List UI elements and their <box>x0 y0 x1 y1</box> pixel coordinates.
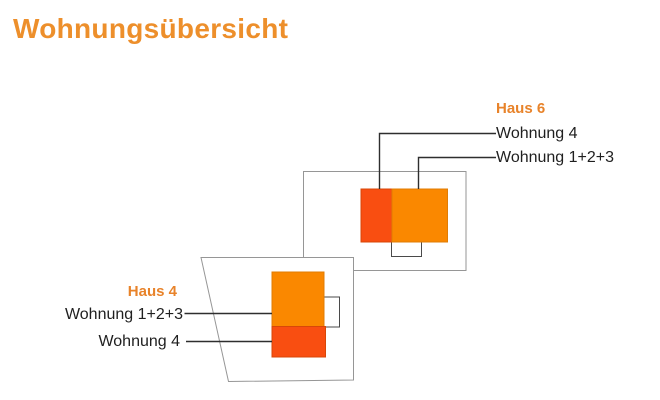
haus4-wohnung123-shape[interactable] <box>271 271 325 327</box>
haus6-wohnung123-connector-line <box>417 156 496 189</box>
haus4-wohnung4-label[interactable]: Wohnung 4 <box>98 333 180 350</box>
haus6-wohnung4-connector-line <box>378 132 496 189</box>
haus6-annex-outline <box>391 241 422 257</box>
haus6-wohnung123-label[interactable]: Wohnung 1+2+3 <box>496 149 615 166</box>
haus4-wohnung123-label[interactable]: Wohnung 1+2+3 <box>64 306 183 323</box>
haus4-name-label: Haus 4 <box>127 283 177 300</box>
haus4-wohnung4-shape[interactable] <box>271 326 326 358</box>
haus6-wohnung4-shape[interactable] <box>360 188 393 243</box>
haus6-name-label: Haus 6 <box>496 100 546 117</box>
haus6-wohnung4-label[interactable]: Wohnung 4 <box>496 125 578 142</box>
haus4-annex-outline <box>323 296 340 328</box>
haus6-wohnung123-shape[interactable] <box>391 188 448 243</box>
page-title: Wohnungsübersicht <box>13 13 289 44</box>
